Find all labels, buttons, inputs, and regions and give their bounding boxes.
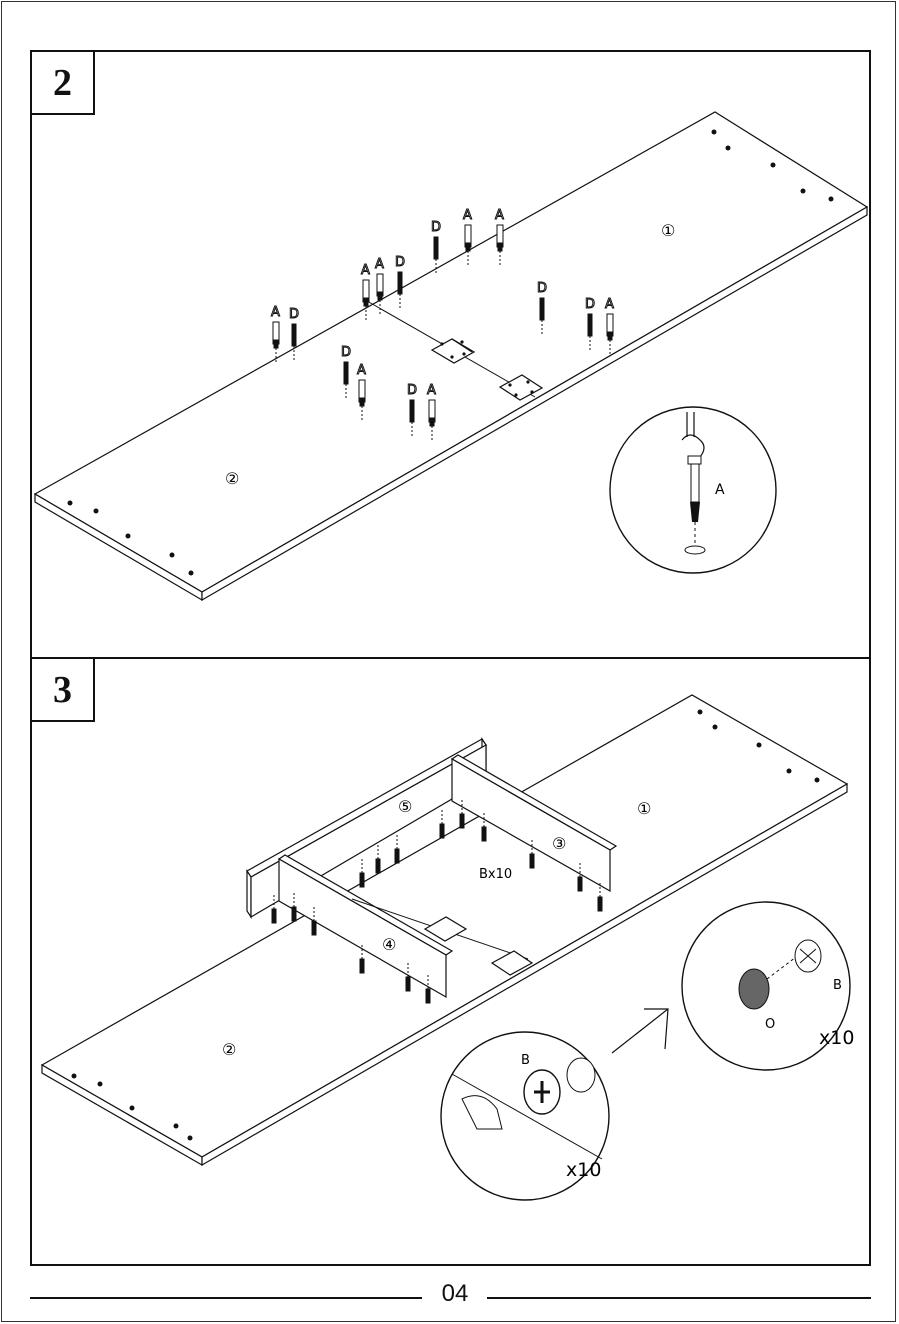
dowel-fitting: D	[431, 220, 441, 273]
fitting-label: A	[605, 297, 614, 312]
part-label-5: ⑤	[398, 797, 412, 816]
fitting-label: A	[361, 263, 370, 278]
detail-circle-a: A	[610, 407, 776, 573]
cam-fitting	[376, 845, 380, 873]
fitting-label: A	[271, 305, 280, 320]
fitting-label: D	[289, 307, 299, 322]
cam-fitting	[360, 859, 364, 887]
fitting-label: D	[431, 220, 441, 235]
fitting-label: D	[395, 255, 405, 270]
part-label-1: ①	[661, 221, 675, 240]
fitting-label: A	[375, 257, 384, 272]
footer-rule-left	[30, 1297, 422, 1299]
footer-rule-right	[487, 1297, 871, 1299]
part-label-3: ③	[552, 834, 566, 853]
fitting-label: A	[357, 363, 366, 378]
cam-bolt-fitting: A	[271, 305, 280, 364]
detail-label-a: A	[715, 482, 725, 498]
fitting-label: A	[495, 208, 504, 223]
detail-circle-b: B x10	[441, 1032, 609, 1200]
detail-circle-bo: B O x10	[682, 902, 854, 1070]
detail-bo-label-o: O	[765, 1017, 775, 1032]
fitting-label: D	[341, 345, 351, 360]
step-3-panel: 3	[30, 657, 871, 1266]
fitting-label: D	[537, 281, 547, 296]
step-3-drawing: ⑤ ③ ④ ① ② Bx10 B x10 B O x	[32, 659, 869, 1264]
callout-bx10: Bx10	[479, 867, 512, 882]
detail-bo-label-b: B	[833, 978, 842, 993]
part-label-2: ②	[225, 469, 239, 488]
part-label-2: ②	[222, 1040, 236, 1059]
arrow	[612, 1009, 668, 1053]
fitting-label: D	[407, 383, 417, 398]
fitting-label: D	[585, 297, 595, 312]
fitting-label: A	[427, 383, 436, 398]
part-label-1: ①	[637, 799, 651, 818]
part-label-4: ④	[382, 935, 396, 954]
page-number: 04	[400, 1280, 510, 1308]
detail-bo-count: x10	[819, 1027, 854, 1049]
fitting-label: A	[463, 208, 472, 223]
detail-b-count: x10	[566, 1159, 601, 1181]
detail-b-label: B	[521, 1053, 530, 1068]
cam-fitting	[395, 835, 399, 863]
cam-fitting	[440, 810, 444, 838]
